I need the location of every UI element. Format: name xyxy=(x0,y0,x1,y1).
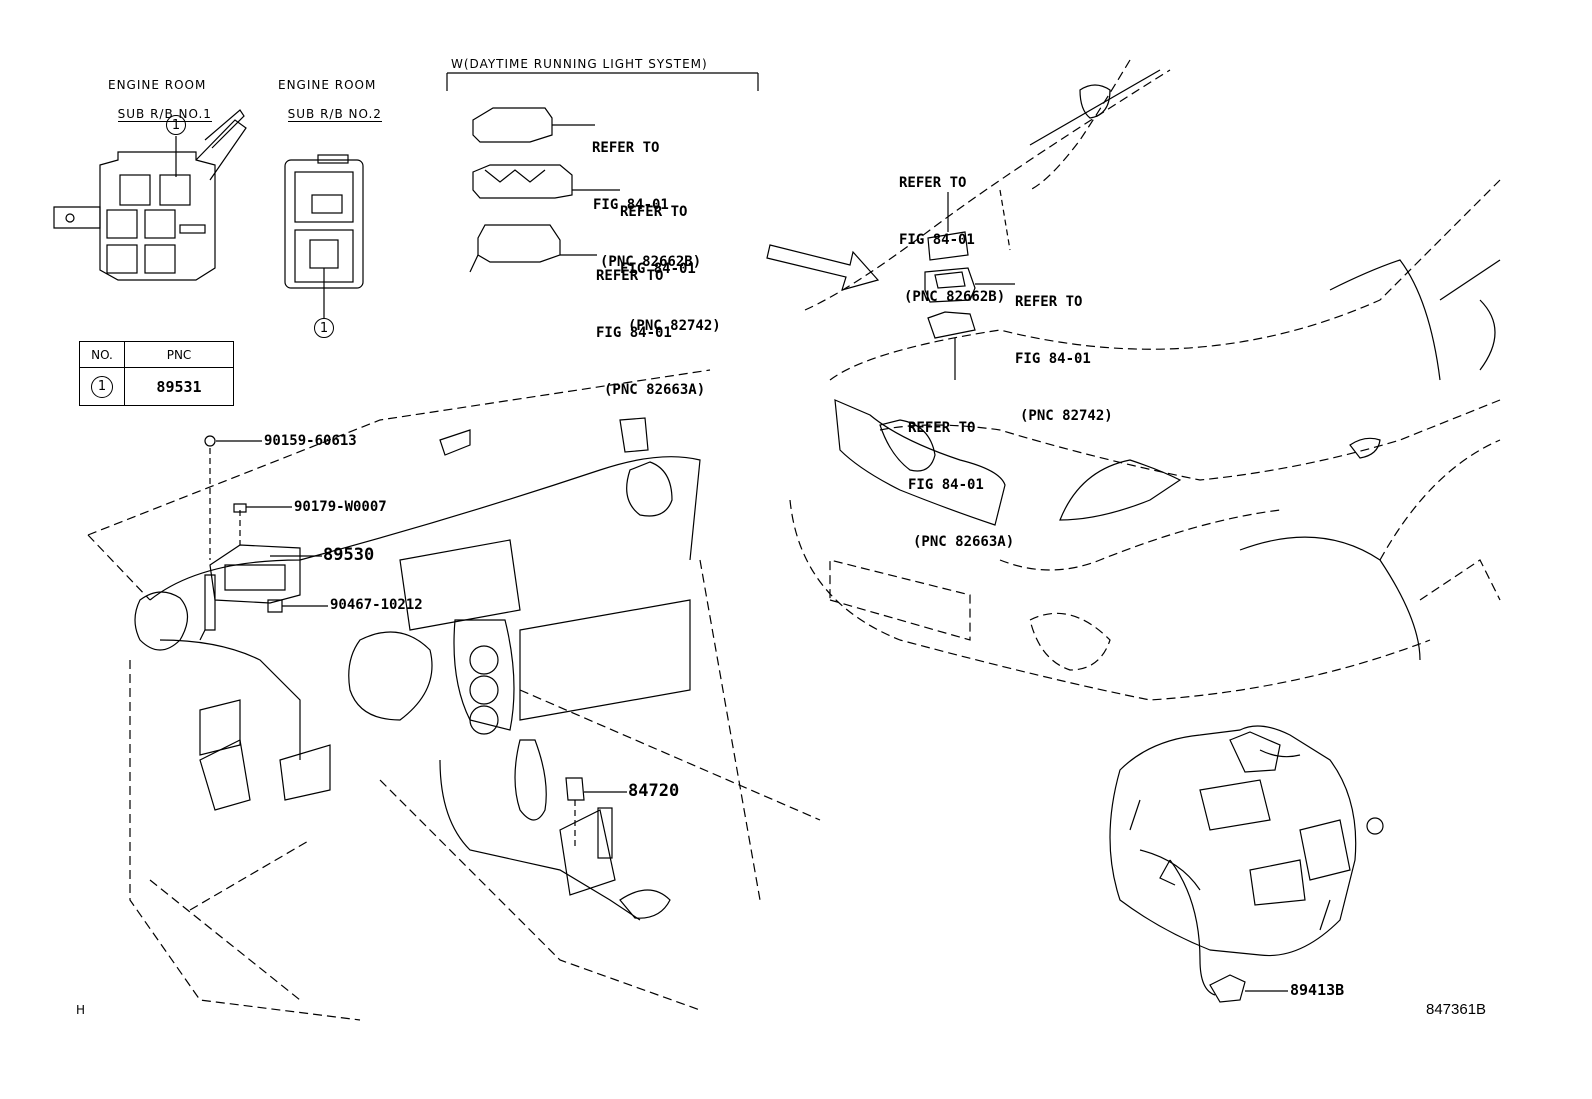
sub-rb-2-title: ENGINE ROOM SUB R/B NO.2 xyxy=(278,78,382,122)
part-89530: 89530 xyxy=(323,545,375,565)
ref-right-2: REFER TO FIG 84-01 (PNC 82742) xyxy=(1015,294,1113,424)
pnc-table-row-no: 1 xyxy=(79,367,125,406)
part-90179-w0007: 90179-W0007 xyxy=(294,499,387,515)
left-ref-parts xyxy=(469,107,620,273)
part-90467-10212: 90467-10212 xyxy=(330,597,423,613)
ref-left-3: REFER TO FIG 84-01 (PNC 82663A) xyxy=(596,268,706,398)
pnc-table: NO. PNC 1 89531 xyxy=(79,341,234,406)
dashboard-drawing xyxy=(87,369,821,1021)
ref-left-2: REFER TO FIG 84-01 (PNC 82742) xyxy=(620,204,721,334)
sub-rb-2-drawing xyxy=(284,154,364,318)
pnc-table-header-no: NO. xyxy=(79,341,125,368)
ecu-89530-drawing xyxy=(199,435,328,641)
part-90159-60613: 90159-60613 xyxy=(264,433,357,449)
car-front-drawing xyxy=(789,59,1501,701)
callout-1-sub-rb-2: 1 xyxy=(314,318,334,338)
ref-right-3: REFER TO FIG 84-01 (PNC 82663A) xyxy=(908,420,1015,550)
dashboard-solid xyxy=(134,417,701,921)
switch-84720-drawing xyxy=(565,777,627,850)
pnc-table-row-pnc: 89531 xyxy=(124,367,234,406)
drl-bracket xyxy=(446,72,759,91)
drl-header: W(DAYTIME RUNNING LIGHT SYSTEM) xyxy=(451,57,708,71)
part-89413b: 89413B xyxy=(1290,981,1345,999)
transmission-drawing xyxy=(1109,725,1384,1003)
part-84720: 84720 xyxy=(628,781,680,801)
ref-left-1: REFER TO FIG 84-01 (PNC 82662B) xyxy=(592,140,702,270)
right-ref-parts xyxy=(924,189,1015,380)
pnc-table-header-pnc: PNC xyxy=(124,341,234,368)
sub-rb-1-title: ENGINE ROOM SUB R/B NO.1 xyxy=(108,78,212,122)
sub-rb-1-drawing xyxy=(53,109,247,281)
corner-label-left: H xyxy=(76,1003,86,1017)
figure-number: 847361B xyxy=(1426,1001,1487,1018)
car-front-solid xyxy=(834,69,1501,661)
callout-1-sub-rb-1: 1 xyxy=(166,115,186,135)
ref-right-1: REFER TO FIG 84-01 (PNC 82662B) xyxy=(899,175,1006,305)
view-arrow xyxy=(766,244,880,291)
